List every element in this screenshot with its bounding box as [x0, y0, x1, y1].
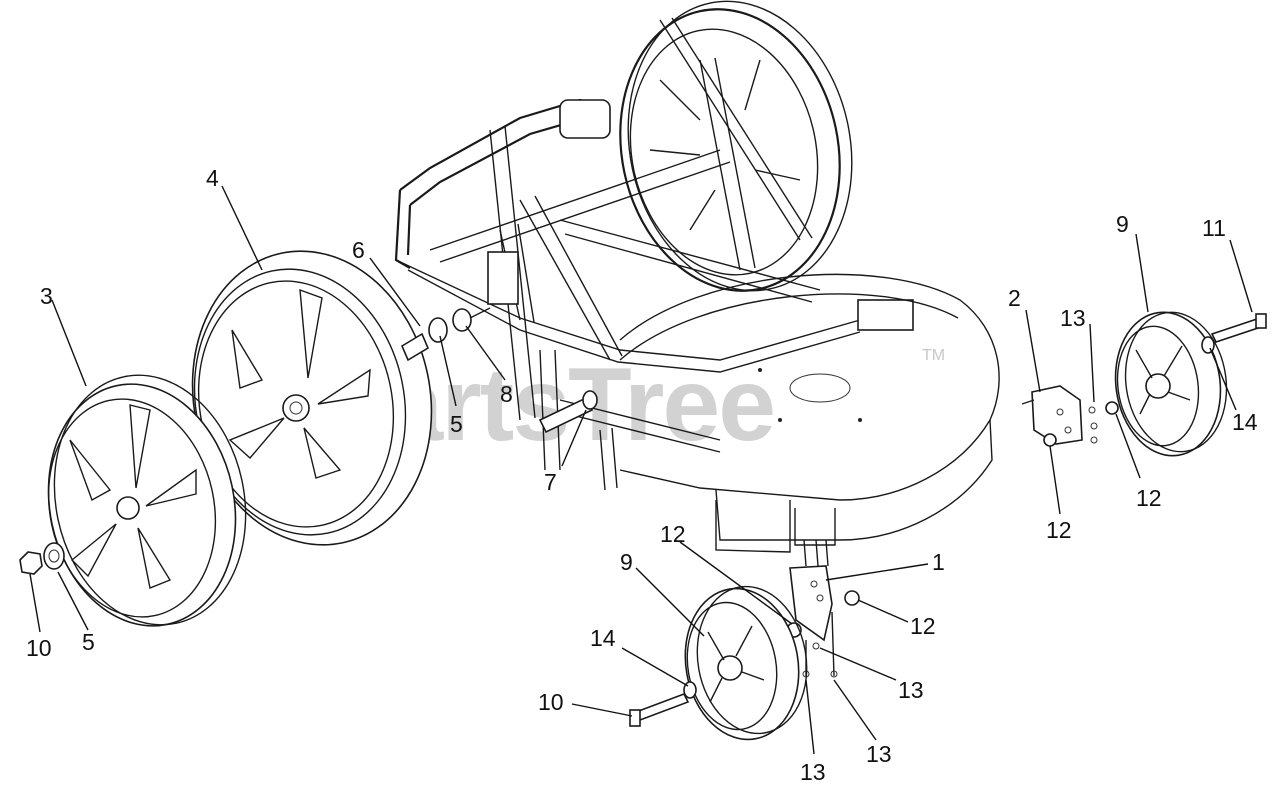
callout-13: 13 — [800, 759, 826, 785]
callout-14: 14 — [590, 625, 616, 651]
callout-1: 1 — [932, 549, 945, 575]
callout-12: 12 — [1046, 517, 1072, 543]
callout-7: 7 — [544, 469, 557, 495]
callout-8: 8 — [500, 381, 513, 407]
watermark-trademark: TM — [922, 347, 945, 364]
callout-2: 2 — [1008, 285, 1021, 311]
callout-6: 6 — [352, 237, 365, 263]
front-bracket — [786, 539, 860, 678]
callout-9: 9 — [1116, 211, 1129, 237]
front-small-wheel — [629, 585, 808, 741]
callout-10: 10 — [538, 689, 564, 715]
axle-hardware — [19, 307, 598, 575]
callout-10: 11 — [1202, 215, 1226, 241]
callout-13: 13 — [866, 741, 892, 767]
leader-lines — [29, 185, 1253, 755]
callout-12: 12 — [910, 613, 936, 639]
callout-13: 13 — [898, 677, 924, 703]
right-bracket — [1021, 385, 1119, 447]
callout-3: 3 — [40, 283, 53, 309]
callout-5: 5 — [82, 629, 95, 655]
chassis-frame — [394, 17, 914, 491]
callout-4: 4 — [206, 165, 219, 191]
callout-13: 13 — [1060, 305, 1086, 331]
right-small-wheel — [1114, 311, 1267, 457]
outer-wheel — [47, 374, 247, 627]
mower-deck — [619, 273, 1000, 553]
callout-9: 9 — [620, 549, 633, 575]
callout-14: 14 — [1232, 409, 1258, 435]
large-rear-wheel — [191, 250, 433, 546]
callout-12: 12 — [660, 521, 686, 547]
callout-12: 12 — [1136, 485, 1162, 511]
callout-5: 5 — [450, 411, 463, 437]
rear-wheel-back — [619, 0, 853, 292]
callout-11: 10 — [26, 635, 52, 661]
callout-labels: 3 4 6 5 8 7 10 5 1 2 13 9 11 14 12 12 12… — [26, 165, 1258, 785]
